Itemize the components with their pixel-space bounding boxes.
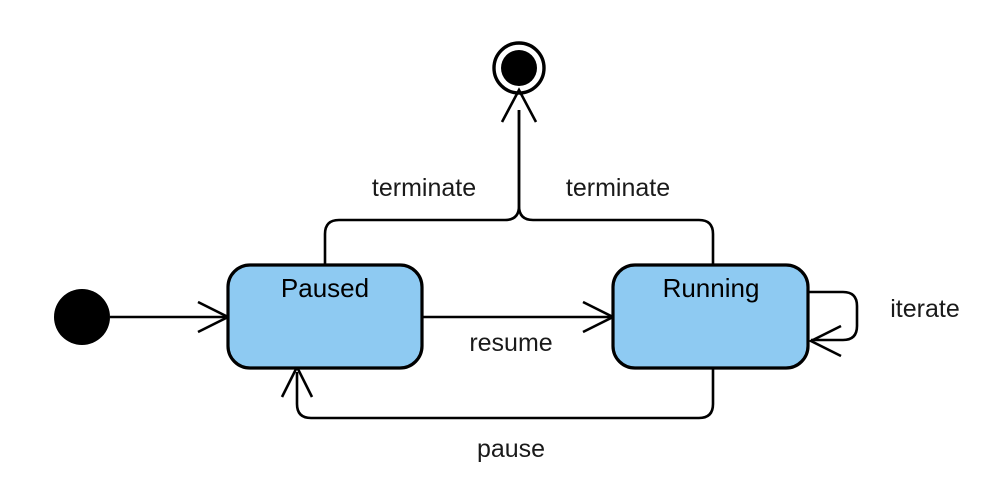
iterate-label: iterate — [890, 295, 959, 323]
initial-state-node[interactable] — [54, 289, 110, 345]
transition-iterate[interactable]: iterate — [808, 290, 960, 358]
final-state-outer-ring — [492, 41, 546, 95]
initial-state-disc — [54, 289, 110, 345]
terminate-running-edge-path — [517, 110, 715, 265]
final-state-inner-disc — [501, 50, 537, 86]
transition-pause[interactable]: pause — [280, 364, 715, 463]
transition-terminate-running[interactable]: terminate — [517, 110, 715, 265]
state-running[interactable]: Running — [611, 263, 810, 370]
transition-resume[interactable]: resume — [422, 300, 616, 357]
terminate-paused-label: terminate — [372, 174, 476, 202]
transition-start[interactable] — [110, 300, 231, 334]
state-paused-box — [226, 263, 424, 370]
state-paused-label: Paused — [281, 273, 369, 303]
terminate-running-label: terminate — [566, 174, 670, 202]
iterate-edge-path — [808, 290, 859, 342]
iterate-arrowhead — [808, 324, 842, 358]
state-running-box — [611, 263, 810, 370]
terminate-paused-edge-path — [323, 110, 521, 265]
state-paused[interactable]: Paused — [226, 263, 424, 370]
final-state-node[interactable] — [492, 41, 546, 95]
resume-label: resume — [469, 329, 552, 357]
pause-label: pause — [477, 435, 545, 463]
pause-edge-path — [295, 368, 715, 420]
transition-terminate-paused[interactable]: terminate — [323, 110, 521, 265]
terminate-arrowhead — [500, 87, 538, 123]
state-running-label: Running — [663, 273, 760, 303]
